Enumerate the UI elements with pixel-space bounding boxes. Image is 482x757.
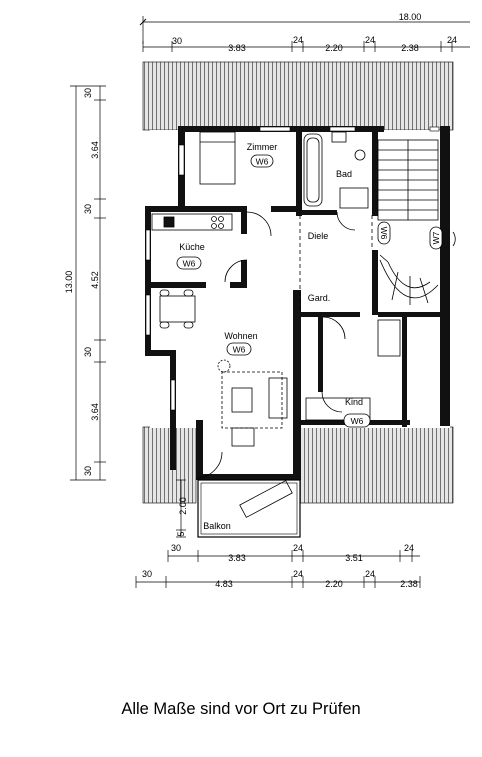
tag-diele-a: W6 — [379, 227, 389, 240]
dim-balcony-depth: 2.00 — [178, 497, 188, 515]
tag-kueche: W6 — [183, 259, 196, 269]
armchair — [231, 427, 255, 447]
dim-left-1: 3.64 — [90, 141, 100, 159]
dim-bot1-2: 24 — [293, 543, 303, 553]
dim-left-0: 30 — [83, 88, 93, 98]
room-wohnen: Wohnen — [224, 331, 257, 341]
staircase — [377, 139, 439, 305]
room-balkon: Balkon — [203, 521, 231, 531]
dim-top-2: 24 — [293, 35, 303, 45]
dim-bot2-2: 24 — [293, 569, 303, 579]
dim-top-6: 24 — [447, 35, 457, 45]
dim-left-2: 30 — [83, 204, 93, 214]
room-zimmer: Zimmer — [247, 142, 278, 152]
balcony: 2.00 5 — [176, 479, 301, 538]
dim-top-4: 24 — [365, 35, 375, 45]
plant — [217, 359, 231, 373]
door-gard — [322, 316, 346, 340]
tag-zimmer: W6 — [256, 157, 269, 167]
room-diele: Diele — [308, 231, 329, 241]
dim-left-5: 3.64 — [90, 403, 100, 421]
dining-table — [159, 295, 196, 323]
dim-bot1-0: 30 — [171, 543, 181, 553]
windows — [145, 126, 440, 411]
dim-top-3: 2.20 — [325, 43, 343, 53]
door-kueche — [224, 259, 248, 283]
tag-kind: W6 — [351, 416, 364, 426]
sofa — [268, 377, 288, 419]
dim-top-0: 30 — [172, 36, 182, 46]
toilet — [354, 149, 366, 161]
tag-wohnen: W6 — [233, 345, 246, 355]
dim-top-1: 3.83 — [228, 43, 246, 53]
wardrobe — [377, 319, 401, 357]
sun-lounger — [239, 480, 293, 518]
tag-diele-b: W7 — [431, 231, 441, 244]
room-kind: Kind — [345, 397, 363, 407]
dim-left-3: 4.52 — [90, 271, 100, 289]
coffee-table — [231, 387, 253, 413]
left-dimensions: 13.00 30 3.64 30 4.52 30 3.64 30 — [64, 85, 106, 481]
dim-bot2-0: 30 — [142, 569, 152, 579]
door-kind — [321, 391, 343, 413]
dim-bot1-1: 3.83 — [228, 553, 246, 563]
dim-top-5: 2.38 — [401, 43, 419, 53]
door-balkon — [195, 451, 223, 479]
room-gard: Gard. — [308, 293, 331, 303]
bottom-dimensions: 30 3.83 24 3.51 24 30 4.83 24 2.20 24 2.… — [135, 543, 421, 589]
bed — [199, 131, 236, 185]
dim-bot2-3: 2.20 — [325, 579, 343, 589]
roof-areas — [142, 61, 454, 504]
dim-left-4: 30 — [83, 347, 93, 357]
dim-bot2-5: 2.38 — [400, 579, 418, 589]
desk — [305, 397, 371, 421]
room-labels: Zimmer W6 Bad Diele Küche W6 Wohnen W6 G… — [176, 142, 443, 531]
dim-left-6: 30 — [83, 466, 93, 476]
dim-bot1-4: 24 — [404, 543, 414, 553]
door-bad — [336, 211, 356, 231]
dim-bot2-4: 24 — [365, 569, 375, 579]
dim-balcony-small: 5 — [176, 531, 186, 536]
top-dimensions: 18.00 30 3.83 24 2.20 24 2.38 24 — [139, 12, 470, 53]
furniture — [151, 131, 456, 479]
door-zimmer — [246, 211, 272, 237]
sink — [331, 131, 347, 143]
bathtub — [303, 133, 323, 207]
dim-top-total: 18.00 — [399, 12, 422, 22]
dim-bot1-3: 3.51 — [345, 553, 363, 563]
room-kueche: Küche — [179, 242, 205, 252]
dim-bot2-1: 4.83 — [215, 579, 233, 589]
kitchen-counter — [151, 213, 233, 231]
room-bad: Bad — [336, 169, 352, 179]
dim-left-total: 13.00 — [64, 271, 74, 294]
caption: Alle Maße sind vor Ort zu Prüfen — [121, 700, 361, 718]
